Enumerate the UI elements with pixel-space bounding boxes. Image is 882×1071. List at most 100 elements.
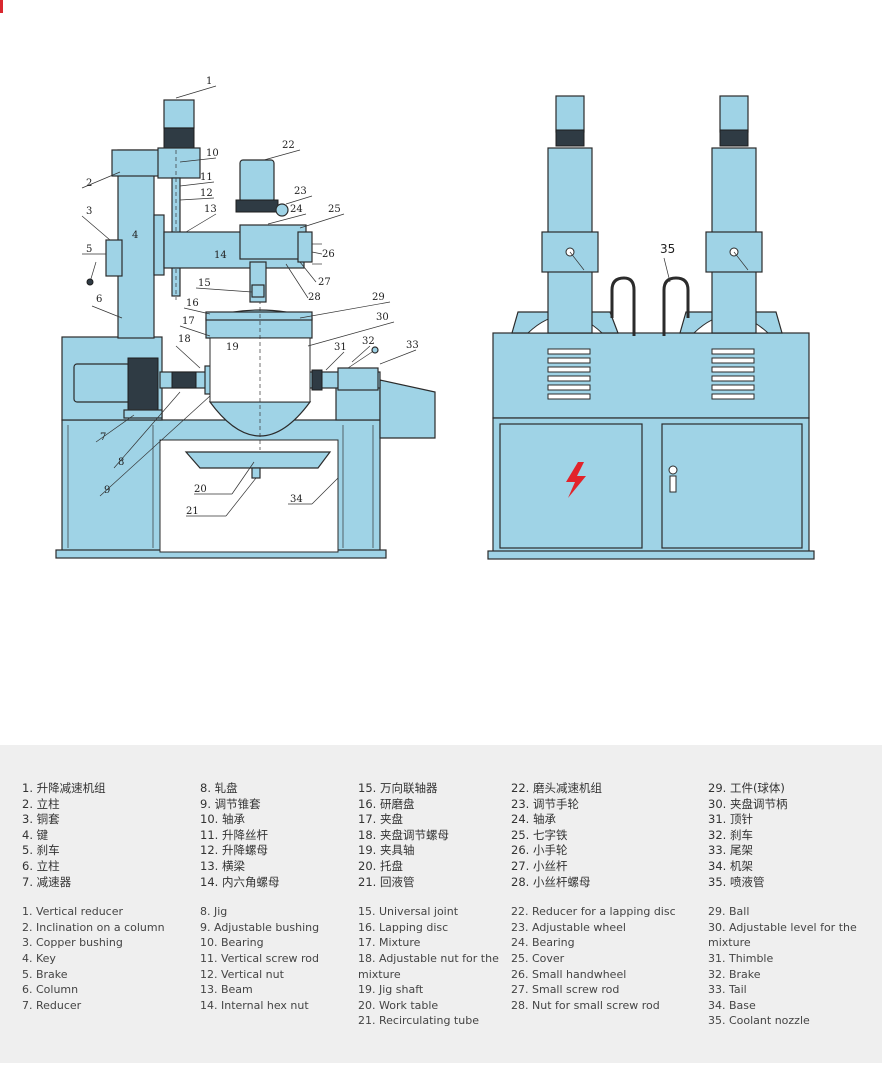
- callout-33: 33: [379, 340, 419, 365]
- legend-item-cn: 32. 刹车: [708, 827, 753, 842]
- legend-item-en: 25. Cover: [511, 951, 565, 965]
- legend-item-en: 16. Lapping disc: [358, 920, 449, 934]
- legend-item-en: 31. Thimble: [708, 951, 774, 965]
- legend-column-5: 29. 工件(球体) 30. 夹盘调节柄 31. 顶针 32. 刹车 33. 尾…: [708, 781, 873, 1029]
- callout-14: 14: [214, 250, 227, 261]
- legend-item-en: 23. Adjustable wheel: [511, 920, 626, 934]
- legend-item-en: 24. Bearing: [511, 936, 575, 950]
- legend-item-en: 4. Key: [22, 951, 56, 965]
- callout-19: 19: [226, 342, 239, 353]
- legend-item-cn: 9. 调节锥套: [200, 796, 261, 811]
- callout-16: 16: [183, 298, 211, 315]
- svg-text:11: 11: [200, 172, 213, 183]
- legend-item-en: 17. Mixture: [358, 936, 421, 950]
- svg-text:21: 21: [186, 506, 199, 517]
- disc-reducer-motor: [239, 159, 275, 203]
- callout-32: 32: [351, 336, 375, 363]
- legend-item-cn: 12. 升降螺母: [200, 843, 268, 858]
- svg-text:12: 12: [200, 188, 213, 199]
- legend-item-en: 35. Coolant nozzle: [708, 1014, 810, 1028]
- svg-text:7: 7: [100, 432, 106, 443]
- parts-legend: 1. 升降减速机组 2. 立柱 3. 铜套 4. 键 5. 刹车 6. 立柱 7…: [0, 745, 882, 1063]
- callout-24: 24: [267, 204, 307, 225]
- legend-item-cn: 30. 夹盘调节柄: [708, 796, 788, 811]
- callout-26: 26: [311, 249, 335, 260]
- legend-column-3: 15. 万向联轴器 16. 研磨盘 17. 夹盘 18. 夹盘调节螺母 19. …: [358, 781, 533, 1029]
- svg-text:29: 29: [372, 292, 385, 303]
- left-vent-grille: [547, 348, 591, 400]
- column: [117, 149, 155, 339]
- corner-accent-mark: [0, 0, 3, 13]
- legend-item-cn: 18. 夹盘调节螺母: [358, 827, 449, 842]
- legend-item-cn: 3. 铜套: [22, 812, 60, 827]
- legend-item-en: 3. Copper bushing: [22, 936, 123, 950]
- svg-text:26: 26: [322, 249, 335, 260]
- legend-item-en: 12. Vertical nut: [200, 967, 284, 981]
- legend-item-cn: 27. 小丝杆: [511, 858, 568, 873]
- svg-text:10: 10: [206, 148, 219, 159]
- legend-column-1: 1. 升降减速机组 2. 立柱 3. 铜套 4. 键 5. 刹车 6. 立柱 7…: [22, 781, 197, 1013]
- cabinet-door-left: [499, 423, 643, 549]
- legend-item-en: 10. Bearing: [200, 936, 264, 950]
- legend-item-cn: 16. 研磨盘: [358, 796, 415, 811]
- svg-text:17: 17: [182, 316, 195, 327]
- legend-item-en: 34. Base: [708, 998, 756, 1012]
- legend-item-cn: 34. 机架: [708, 858, 753, 873]
- legend-item-en: 29. Ball: [708, 905, 750, 919]
- callout-10: 10: [179, 148, 219, 163]
- side-view: 35: [487, 95, 815, 560]
- workpiece-ball: [208, 401, 312, 437]
- legend-item-cn: 5. 刹车: [22, 843, 60, 858]
- front-view: [55, 99, 436, 559]
- callout-15: 15: [195, 278, 253, 293]
- legend-item-en: 9. Adjustable bushing: [200, 920, 320, 934]
- legend-item-cn: 33. 尾架: [708, 843, 753, 858]
- callout-4: 4: [132, 230, 138, 241]
- door-lock-icon: [668, 465, 678, 475]
- callout-35: 35: [660, 242, 675, 283]
- callout-13: 13: [185, 204, 217, 233]
- legend-item-en: 6. Column: [22, 983, 79, 997]
- svg-text:4: 4: [132, 230, 138, 241]
- legend-item-cn: 28. 小丝杆螺母: [511, 874, 591, 889]
- legend-item-cn: 10. 轴承: [200, 812, 245, 827]
- right-vent-grille: [711, 348, 755, 400]
- svg-text:5: 5: [86, 244, 92, 255]
- callout-2: 2: [81, 171, 121, 189]
- svg-text:3: 3: [86, 206, 92, 217]
- legend-item-cn: 23. 调节手轮: [511, 796, 579, 811]
- svg-text:15: 15: [198, 278, 211, 289]
- legend-item-en: 7. Reducer: [22, 998, 82, 1012]
- svg-text:16: 16: [186, 298, 199, 309]
- legend-item-en: 32. Brake: [708, 967, 761, 981]
- reducer-motor: [73, 363, 131, 403]
- svg-text:33: 33: [406, 340, 419, 351]
- legend-item-cn: 35. 喷液管: [708, 874, 765, 889]
- legend-item-en: 30. Adjustable level for the mixture: [708, 920, 857, 950]
- callout-20: 20: [194, 461, 255, 495]
- front-view-callouts: 1 2 3 4 5 6 7 8 9 10 11 12 13 14 15 16 1…: [81, 76, 419, 517]
- legend-item-cn: 15. 万向联轴器: [358, 781, 438, 795]
- svg-text:30: 30: [376, 312, 389, 323]
- legend-item-en: 2. Inclination on a column: [22, 920, 165, 934]
- svg-text:18: 18: [178, 334, 191, 345]
- legend-item-cn: 31. 顶针: [708, 812, 753, 827]
- svg-text:25: 25: [328, 204, 341, 215]
- callout-30: 30: [307, 312, 395, 347]
- callout-25: 25: [299, 204, 345, 229]
- svg-text:23: 23: [294, 186, 307, 197]
- callout-27: 27: [299, 261, 331, 288]
- legend-item-en: 5. Brake: [22, 967, 68, 981]
- legend-item-en: 15. Universal joint: [358, 905, 459, 919]
- legend-item-cn: 6. 立柱: [22, 858, 60, 873]
- callout-29: 29: [299, 292, 391, 319]
- callout-21: 21: [186, 477, 257, 517]
- coolant-nozzle-left: [610, 276, 636, 336]
- svg-text:24: 24: [290, 204, 303, 215]
- legend-item-en: 26. Small handwheel: [511, 967, 627, 981]
- callout-12: 12: [179, 188, 215, 201]
- work-table-tray: [184, 451, 332, 469]
- svg-text:13: 13: [204, 204, 217, 215]
- legend-item-cn: 22. 磨头减速机组: [511, 781, 602, 795]
- legend-item-cn: 19. 夹具轴: [358, 843, 415, 858]
